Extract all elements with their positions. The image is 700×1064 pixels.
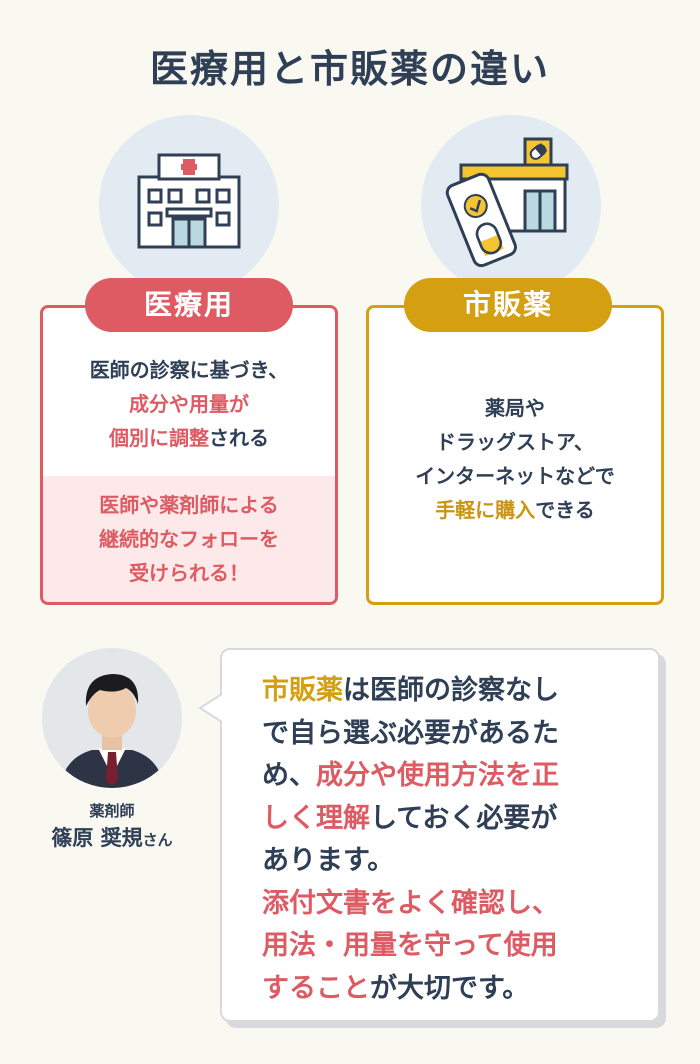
- speech-bubble: 市販薬は医師の診察なし で自ら選ぶ必要があるた め、成分や使用方法を正 しく理解…: [220, 648, 660, 1022]
- bubble-text: 市販薬は医師の診察なし で自ら選ぶ必要があるた め、成分や使用方法を正 しく理解…: [262, 675, 559, 1004]
- prescription-bottom-text: 医師や薬剤師による 継続的なフォローを 受けられる！: [99, 493, 279, 585]
- pharmacist-name: 篠原 奨規さん: [51, 826, 173, 850]
- pharmacist-portrait-icon: [42, 648, 182, 788]
- prescription-highlight-bg: [43, 476, 335, 602]
- otc-text: 薬局や ドラッグストア、 インターネットなどで 手軽に購入できる: [415, 396, 615, 522]
- otc-label: 市販薬: [404, 278, 612, 332]
- prescription-label: 医療用: [85, 278, 293, 332]
- prescription-card: 医師の診察に基づき、 成分や用量が 個別に調整される 医師や薬剤師による 継続的…: [40, 305, 338, 605]
- pharmacist-role: 薬剤師: [89, 802, 135, 820]
- drugstore-phone-icon: [445, 137, 569, 268]
- prescription-top-text: 医師の診察に基づき、 成分や用量が 個別に調整される: [89, 358, 289, 450]
- drugstore-circle: [421, 115, 601, 295]
- pharmacist-avatar: [42, 648, 182, 788]
- page-title: 医療用と市販薬の違い: [149, 47, 550, 91]
- otc-card: 薬局や ドラッグストア、 インターネットなどで 手軽に購入できる: [366, 305, 664, 605]
- hospital-icon: [137, 153, 241, 249]
- hospital-circle: [99, 115, 279, 295]
- bubble-tail: [198, 693, 224, 723]
